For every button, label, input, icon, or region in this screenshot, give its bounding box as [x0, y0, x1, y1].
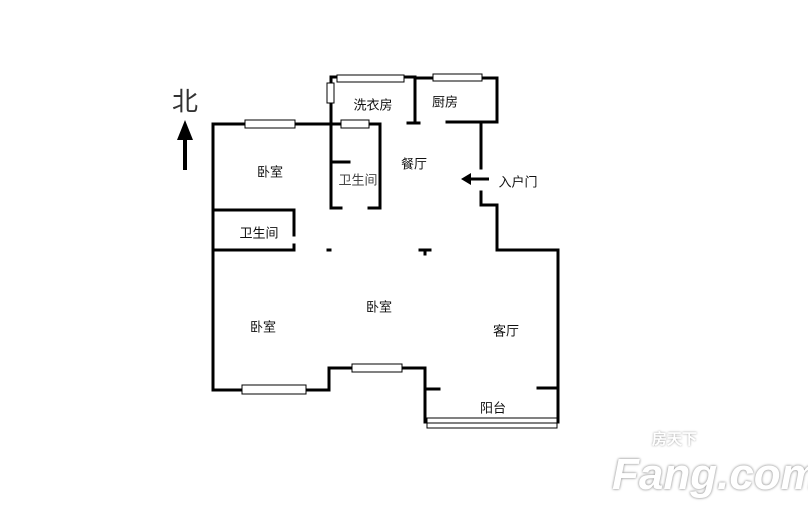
watermark-cn: 房天下 — [652, 430, 698, 448]
room-label-bedroom-south: 卧室 — [365, 300, 393, 316]
room-label-bedroom-north: 卧室 — [256, 165, 284, 181]
window — [241, 384, 307, 395]
windows — [241, 73, 558, 429]
north-label: 北 — [171, 87, 199, 118]
north-arrow-icon — [177, 120, 193, 170]
room-label-laundry: 洗衣房 — [353, 98, 393, 114]
room-label-balcony: 阳台 — [479, 401, 507, 417]
window — [351, 363, 403, 373]
window — [326, 82, 335, 104]
entrance-label: 入户门 — [498, 175, 538, 191]
watermark-text: Fang.com — [612, 450, 808, 499]
room-label-bedroom-southwest: 卧室 — [249, 320, 277, 336]
entrance-arrow-icon — [461, 173, 489, 185]
room-label-kitchen: 厨房 — [431, 95, 459, 111]
window — [432, 73, 483, 82]
walls — [211, 75, 560, 424]
window — [340, 119, 370, 129]
room-label-bathroom-left: 卫生间 — [239, 226, 279, 242]
room-label-living: 客厅 — [492, 324, 520, 340]
room-label-dining: 餐厅 — [400, 157, 428, 173]
window — [336, 74, 405, 83]
watermark-logo: 房天下 Fang.com — [612, 430, 808, 502]
room-label-bathroom-inner: 卫生间 — [338, 173, 378, 189]
window — [244, 119, 296, 129]
